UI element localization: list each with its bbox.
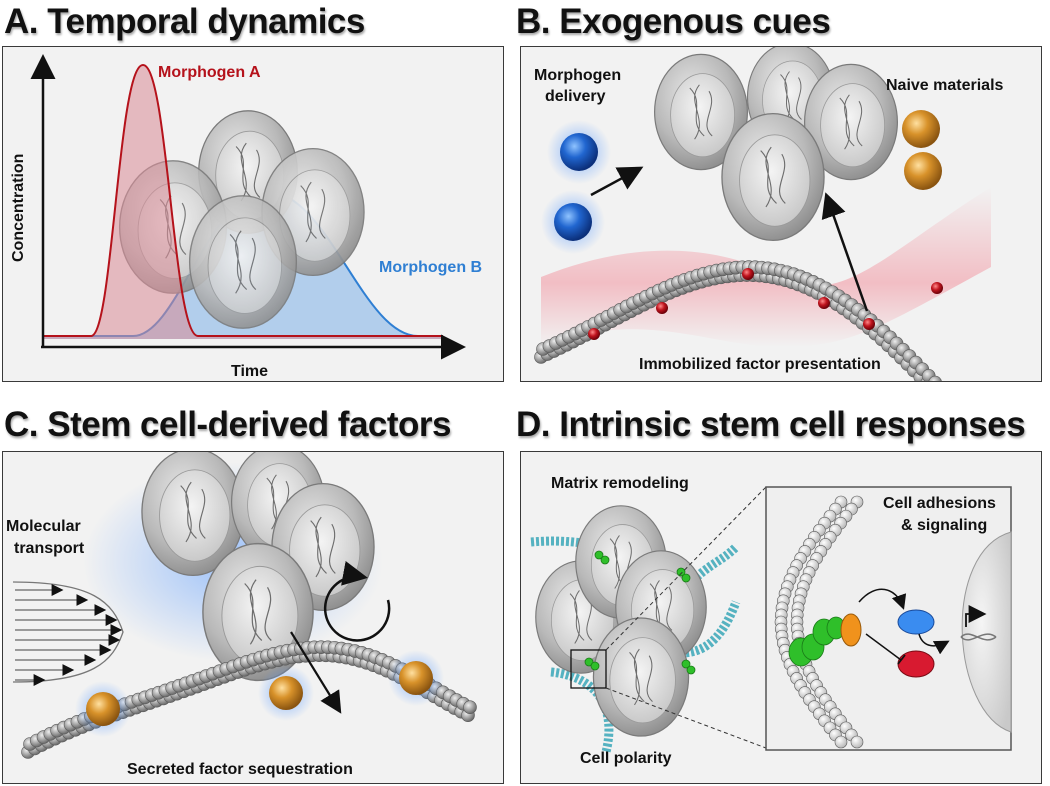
inhibition-line (865, 633, 902, 661)
panel-a-title: A. Temporal dynamics (4, 2, 365, 41)
matrix-remodeling-label: Matrix remodeling (551, 475, 689, 492)
circular-arrow (323, 561, 391, 642)
series-b-label: Morphogen B (379, 259, 482, 276)
activation-arrow (858, 588, 907, 610)
presentation-arrow (821, 192, 869, 312)
delivery-arrow (590, 166, 644, 197)
adhesions-label-2: & signaling (901, 517, 987, 534)
panel-b: Morphogen delivery Naive materials Immob… (520, 46, 1042, 382)
y-axis-label: Concentration (10, 154, 27, 262)
exogenous-cues-diagram: Morphogen delivery Naive materials Immob… (534, 47, 1004, 381)
panel-d-title: D. Intrinsic stem cell responses (516, 405, 1026, 444)
molecular-transport-flow (12, 581, 124, 683)
sequestered-factor-beads (75, 650, 444, 737)
naive-material-beads (902, 110, 942, 190)
panel-b-title: B. Exogenous cues (516, 2, 831, 41)
transport-label-2: transport (14, 540, 85, 557)
adaptor-protein (840, 613, 862, 647)
immobilized-factors (588, 268, 943, 340)
signal-protein-red (897, 650, 935, 678)
panel-c: Molecular transport Secreted factor sequ… (2, 451, 504, 784)
secretion-arrow (290, 631, 342, 714)
stem-cell-factors-diagram: Molecular transport Secreted factor sequ… (6, 452, 477, 778)
cell-membrane (774, 495, 864, 749)
nucleus (961, 531, 1012, 733)
morphogen-beads (541, 120, 611, 254)
panel-c-title: C. Stem cell-derived factors (4, 405, 452, 444)
zoom-region (570, 649, 607, 689)
transport-label-1: Molecular (6, 518, 81, 535)
morphogen-a-curve (43, 65, 443, 339)
bead-fiber (534, 260, 942, 381)
morphogen-delivery-label-1: Morphogen (534, 67, 621, 84)
naive-materials-label: Naive materials (886, 77, 1004, 94)
adhesion-receptors (584, 550, 696, 675)
sequestration-label: Secreted factor sequestration (127, 761, 353, 778)
adhesion-signaling-inset: Cell adhesions & signaling (765, 486, 1012, 751)
intrinsic-responses-diagram: Cell adhesions & signaling Matrix remode… (530, 475, 1012, 767)
temporal-dynamics-graph: Morphogen A Morphogen B Time Concentrati… (10, 54, 482, 380)
cell-cluster (653, 47, 899, 242)
series-a-label: Morphogen A (158, 64, 261, 81)
integrin-receptor (788, 616, 846, 667)
x-axis-label: Time (231, 363, 268, 380)
bead-fiber (21, 640, 477, 759)
signal-protein-blue (897, 609, 935, 635)
immobilized-factor-label: Immobilized factor presentation (639, 356, 881, 373)
cell-polarity-label: Cell polarity (580, 750, 672, 767)
panel-a: Morphogen A Morphogen B Time Concentrati… (2, 46, 504, 382)
adhesions-label-1: Cell adhesions (883, 495, 996, 512)
panel-d: Cell adhesions & signaling Matrix remode… (520, 451, 1042, 784)
morphogen-delivery-label-2: delivery (545, 88, 606, 105)
